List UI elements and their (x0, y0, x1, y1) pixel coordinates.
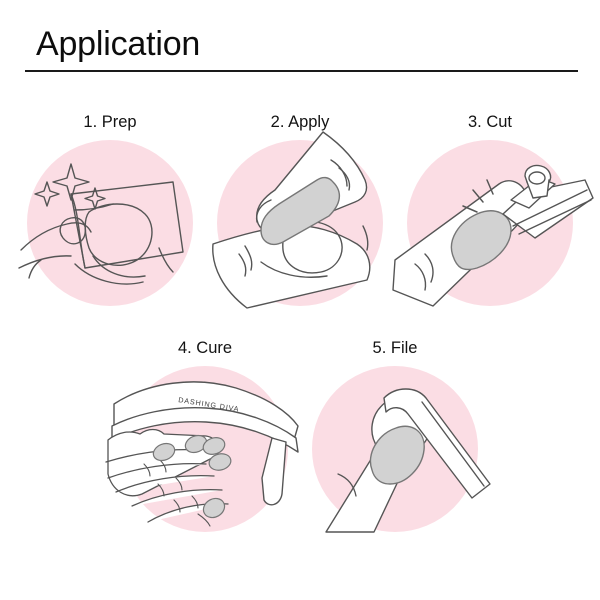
step-label-apply: 2. Apply (270, 113, 330, 131)
step-illustration-cure: DASHING DIVA (105, 366, 299, 532)
step-illustration-prep (18, 140, 193, 306)
page-title: Application (36, 25, 201, 63)
cut-clipper-icon (392, 140, 594, 307)
step-label-file: 5. File (372, 339, 418, 357)
nail-file-shape (383, 388, 491, 499)
step-item-cut: 3. Cut (392, 112, 594, 342)
gel-strip-shape (260, 176, 340, 246)
step-label-prep: 1. Prep (83, 113, 137, 131)
step-label-cure: 4. Cure (177, 339, 233, 357)
impact-lines-icon (462, 179, 494, 213)
gel-nail-shape (450, 210, 512, 271)
title-divider (25, 70, 578, 72)
sparkle-small-icon (84, 187, 106, 210)
file-shaping-icon (312, 366, 491, 533)
page-header: Application (0, 0, 600, 80)
prep-wipe-icon (18, 140, 193, 306)
step-illustration-apply (212, 131, 383, 309)
step-item-file: 5. File (300, 338, 491, 568)
gel-nails-group (152, 434, 232, 519)
cure-lamp-icon: DASHING DIVA (105, 366, 299, 532)
step-illustration-file (312, 366, 491, 533)
sparkle-medium-icon (34, 181, 60, 207)
steps-grid: 1. Prep (0, 80, 600, 600)
step-illustration-cut (392, 140, 594, 307)
step-label-cut: 3. Cut (467, 113, 513, 131)
step-item-prep: 1. Prep (15, 112, 205, 342)
sparkle-large-icon (52, 163, 90, 201)
gel-nail-shape (369, 425, 425, 485)
apply-strip-icon (212, 131, 383, 309)
step-item-cure: 4. Cure DASHING DIVA (105, 338, 300, 568)
step-item-apply: 2. Apply (205, 112, 395, 342)
